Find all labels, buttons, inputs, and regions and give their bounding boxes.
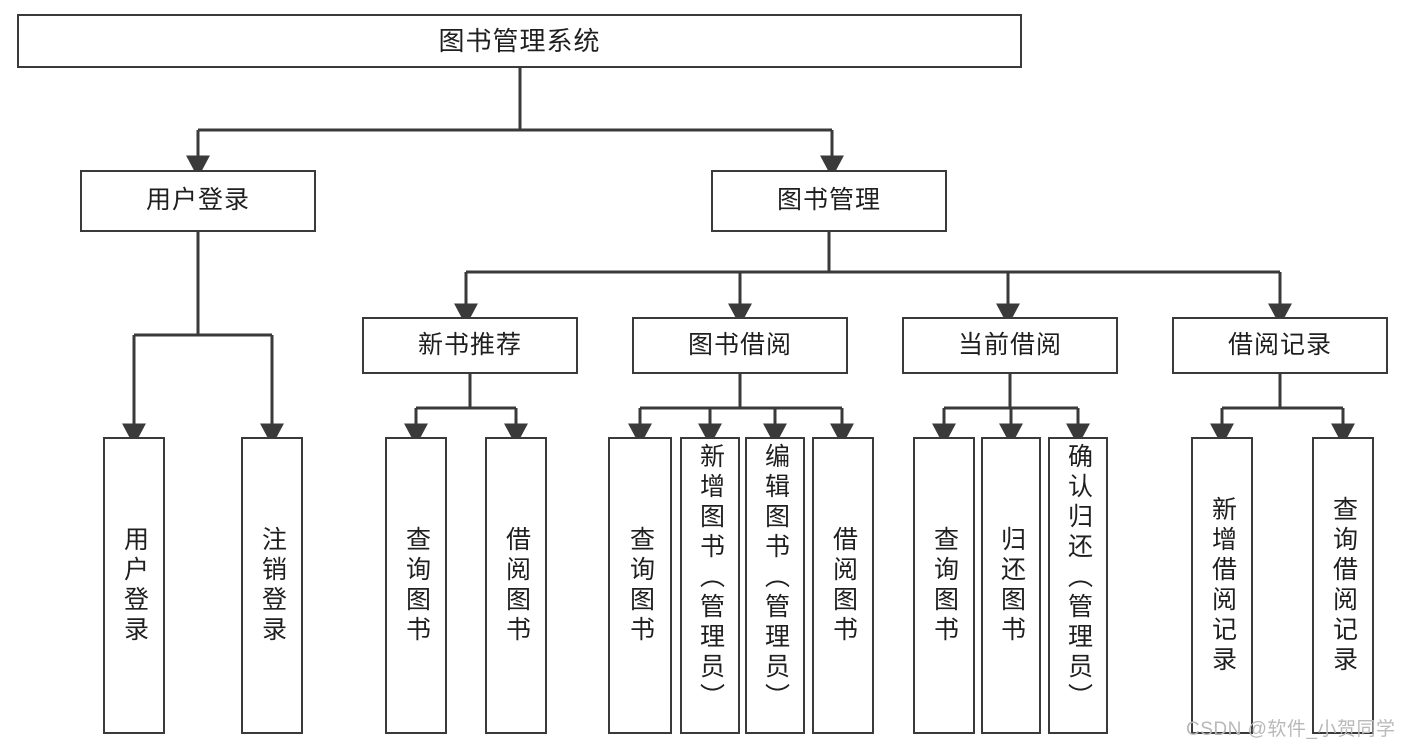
node-label: 查询借阅记录 — [1329, 495, 1358, 676]
csdn-watermark: CSDN @软件_小贺同学 — [1186, 719, 1396, 740]
node-user-login[interactable]: 用户登录 — [80, 170, 316, 232]
node-current-borrow[interactable]: 当前借阅 — [902, 317, 1118, 374]
leaf-query-record[interactable]: 查询借阅记录 — [1312, 437, 1374, 734]
node-label: 借阅图书 — [829, 525, 858, 646]
node-label: 新增图书（管理员） — [696, 443, 725, 713]
node-label: 借阅记录 — [1227, 330, 1332, 359]
leaf-user-login[interactable]: 用户登录 — [103, 437, 165, 734]
leaf-logout-login[interactable]: 注销登录 — [241, 437, 303, 734]
node-root-system[interactable]: 图书管理系统 — [17, 14, 1022, 68]
leaf-query-book-3[interactable]: 查询图书 — [913, 437, 975, 734]
node-label: 图书借阅 — [687, 330, 792, 359]
node-label: 注销登录 — [258, 525, 287, 646]
leaf-borrow-book-2[interactable]: 借阅图书 — [812, 437, 874, 734]
node-label: 查询图书 — [626, 525, 655, 646]
node-label: 确认归还（管理员） — [1064, 443, 1093, 713]
node-label: 图书管理 — [776, 186, 881, 215]
node-book-management[interactable]: 图书管理 — [711, 170, 947, 232]
node-label: 借阅图书 — [502, 525, 531, 646]
node-new-book-recommend[interactable]: 新书推荐 — [362, 317, 578, 374]
node-label: 当前借阅 — [957, 330, 1062, 359]
leaf-query-book-1[interactable]: 查询图书 — [385, 437, 447, 734]
node-label: 查询图书 — [930, 525, 959, 646]
node-label: 查询图书 — [402, 525, 431, 646]
leaf-add-book[interactable]: 新增图书（管理员） — [680, 437, 740, 734]
leaf-return-book[interactable]: 归还图书 — [981, 437, 1041, 734]
leaf-query-book-2[interactable]: 查询图书 — [608, 437, 672, 734]
leaf-borrow-book-1[interactable]: 借阅图书 — [485, 437, 547, 734]
leaf-edit-book[interactable]: 编辑图书（管理员） — [745, 437, 805, 734]
node-label: 新书推荐 — [417, 330, 522, 359]
node-book-borrow[interactable]: 图书借阅 — [632, 317, 848, 374]
node-label: 归还图书 — [997, 525, 1026, 646]
node-label: 用户登录 — [120, 525, 149, 646]
leaf-add-record[interactable]: 新增借阅记录 — [1191, 437, 1253, 734]
node-label: 用户登录 — [145, 186, 250, 215]
node-label: 编辑图书（管理员） — [761, 443, 790, 713]
node-borrow-record[interactable]: 借阅记录 — [1172, 317, 1388, 374]
node-label: 图书管理系统 — [438, 25, 601, 56]
leaf-confirm-return[interactable]: 确认归还（管理员） — [1048, 437, 1108, 734]
node-label: 新增借阅记录 — [1208, 495, 1237, 676]
